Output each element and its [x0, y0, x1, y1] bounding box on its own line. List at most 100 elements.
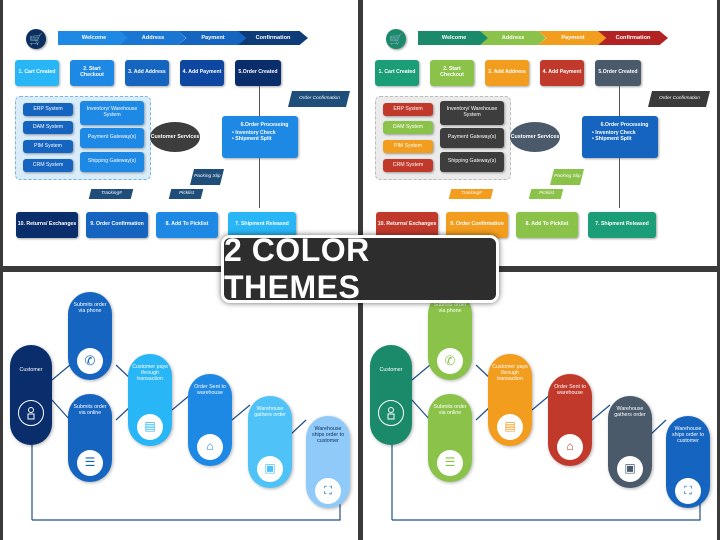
step-order-created: 5.Order Created	[235, 60, 281, 86]
transaction-label: Customer pays through transaction	[492, 364, 528, 383]
processing-title: 6.Order Processing	[600, 122, 649, 128]
chevron-payment: Payment	[178, 31, 248, 45]
customer-label: Customer	[19, 367, 43, 373]
flow-connectors	[391, 364, 701, 521]
package-icon: ▣	[617, 456, 643, 482]
connector	[619, 158, 620, 208]
cart-icon: 🛒	[26, 29, 46, 49]
flow-connectors	[31, 364, 341, 521]
online-node: Submits order via online ☰	[428, 394, 472, 482]
crm-system: CRM System	[23, 159, 73, 172]
customer-icon	[18, 400, 44, 426]
chevron-welcome: Welcome	[418, 31, 490, 45]
phone-label: Submits order via phone	[73, 302, 107, 315]
erp-system: ERP System	[383, 103, 433, 116]
customer-icon	[378, 400, 404, 426]
ships-node: Warehouse ships order to customer ⛶	[306, 416, 350, 508]
gathers-node: Warehouse gathers order ▣	[608, 396, 652, 488]
tag-packing-slip: Packing Slip	[190, 169, 224, 185]
warehouse-node: Order Sent to warehouse ⌂	[188, 374, 232, 466]
banner-title: 2 COLOR THEMES	[221, 232, 499, 305]
step-order-confirmation: 9. Order Confirmation	[446, 212, 508, 238]
gathers-node: Warehouse gathers order ▣	[248, 396, 292, 488]
chevron-payment: Payment	[538, 31, 608, 45]
phone-node: Submits order via phone ✆	[428, 292, 472, 380]
connector	[619, 86, 620, 116]
document-icon: ☰	[437, 450, 463, 476]
gathers-label: Warehouse gathers order	[254, 406, 286, 419]
truck-icon: ⛶	[315, 478, 341, 504]
processing-item: • Inventory Check	[232, 129, 276, 136]
blue-process-slide: 🛒 Welcome Address Payment Confirmation 1…	[0, 0, 360, 270]
phone-node: Submits order via phone ✆	[68, 292, 112, 380]
card-icon: ▤	[497, 414, 523, 440]
phone-label: Submits order via phone	[433, 302, 467, 315]
tag-tracking: Tracking#	[88, 189, 134, 199]
shipping-gateway: Shipping Gateway(s)	[80, 152, 144, 172]
pim-system: PIM System	[383, 140, 433, 153]
step-start-checkout: 2. Start Checkout	[430, 60, 474, 86]
chevron-welcome: Welcome	[58, 31, 130, 45]
tag-picklist: Picklist	[168, 189, 204, 199]
truck-icon: ⛶	[675, 478, 701, 504]
payment-gateway: Payment Gateway(s)	[440, 128, 504, 148]
ships-label: Warehouse ships order to customer	[311, 426, 345, 445]
tag-picklist: Picklist	[528, 189, 564, 199]
transaction-node: Customer pays through transaction ▤	[128, 354, 172, 446]
ships-label: Warehouse ships order to customer	[671, 426, 705, 445]
inventory-system: Inventory/ Warehouse System	[440, 101, 504, 125]
step-returns: 10. Returns/ Exchanges	[16, 212, 78, 238]
phone-icon: ✆	[77, 348, 103, 374]
connector	[259, 158, 260, 208]
payment-gateway: Payment Gateway(s)	[80, 128, 144, 148]
online-node: Submits order via online ☰	[68, 394, 112, 482]
phone-icon: ✆	[437, 348, 463, 374]
customer-services: Customer Services	[150, 122, 200, 152]
step-start-checkout: 2. Start Checkout	[70, 60, 114, 86]
step-shipment-released: 7. Shipment Released	[228, 212, 296, 238]
transaction-node: Customer pays through transaction ▤	[488, 354, 532, 446]
customer-node: Customer	[370, 345, 412, 445]
step-shipment-released: 7. Shipment Released	[588, 212, 656, 238]
blue-flow-slide: Customer Submits order via phone ✆ Submi…	[0, 270, 360, 540]
frame-left	[0, 0, 3, 540]
customer-node: Customer	[10, 345, 52, 445]
online-label: Submits order via online	[73, 404, 107, 417]
step-add-address: 3. Add Address	[485, 60, 529, 86]
online-label: Submits order via online	[433, 404, 467, 417]
step-add-picklist: 8. Add To Picklist	[516, 212, 578, 238]
step-cart-created: 1. Cart Created	[375, 60, 419, 86]
processing-item: • Inventory Check	[592, 129, 636, 136]
tag-order-confirmation: Order Confirmation	[288, 91, 350, 107]
transaction-label: Customer pays through transaction	[132, 364, 168, 383]
ships-node: Warehouse ships order to customer ⛶	[666, 416, 710, 508]
chevron-confirmation: Confirmation	[598, 31, 668, 45]
connector	[259, 86, 260, 116]
processing-item: • Shipment Split	[232, 135, 272, 142]
color-process-slide: 🛒 Welcome Address Payment Confirmation 1…	[360, 0, 720, 270]
warehouse-node: Order Sent to warehouse ⌂	[548, 374, 592, 466]
step-cart-created: 1. Cart Created	[15, 60, 59, 86]
dam-system: DAM System	[383, 121, 433, 134]
warehouse-label: Order Sent to warehouse	[554, 384, 586, 397]
step-returns: 10. Returns/ Exchanges	[376, 212, 438, 238]
chevron-address: Address	[480, 31, 546, 45]
package-icon: ▣	[257, 456, 283, 482]
step-add-picklist: 8. Add To Picklist	[156, 212, 218, 238]
tag-tracking: Tracking#	[448, 189, 494, 199]
order-processing: 6.Order Processing • Inventory Check • S…	[222, 116, 298, 158]
cart-icon: 🛒	[386, 29, 406, 49]
step-add-address: 3. Add Address	[125, 60, 169, 86]
tag-packing-slip: Packing Slip	[550, 169, 584, 185]
card-icon: ▤	[137, 414, 163, 440]
gathers-label: Warehouse gathers order	[614, 406, 646, 419]
pim-system: PIM System	[23, 140, 73, 153]
warehouse-icon: ⌂	[557, 434, 583, 460]
chevron-confirmation: Confirmation	[238, 31, 308, 45]
tag-order-confirmation: Order Confirmation	[648, 91, 710, 107]
warehouse-icon: ⌂	[197, 434, 223, 460]
crm-system: CRM System	[383, 159, 433, 172]
step-add-payment: 4. Add Payment	[540, 60, 584, 86]
warehouse-label: Order Sent to warehouse	[194, 384, 226, 397]
step-add-payment: 4. Add Payment	[180, 60, 224, 86]
